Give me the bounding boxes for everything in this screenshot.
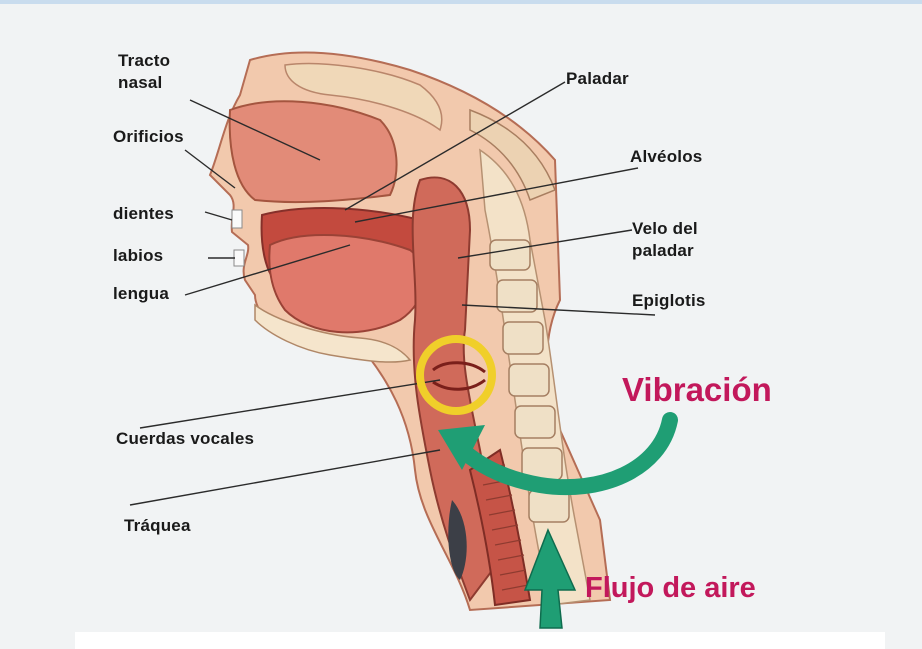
label-traquea: Tráquea [124,515,191,537]
label-dientes: dientes [113,203,174,225]
label-lengua: lengua [113,283,169,305]
bottom-panel [75,632,885,649]
label-tracto-nasal: Tracto nasal [118,50,170,94]
annotation-vibracion: Vibración [622,372,772,408]
label-orificios: Orificios [113,126,184,148]
label-velo-del-paladar: Velo del paladar [632,218,698,262]
label-epiglotis: Epiglotis [632,290,706,312]
label-cuerdas-vocales: Cuerdas vocales [116,428,254,450]
label-labios: labios [113,245,163,267]
annotation-flujo-de-aire: Flujo de aire [585,572,756,604]
label-alveolos: Alvéolos [630,146,702,168]
label-paladar: Paladar [566,68,629,90]
